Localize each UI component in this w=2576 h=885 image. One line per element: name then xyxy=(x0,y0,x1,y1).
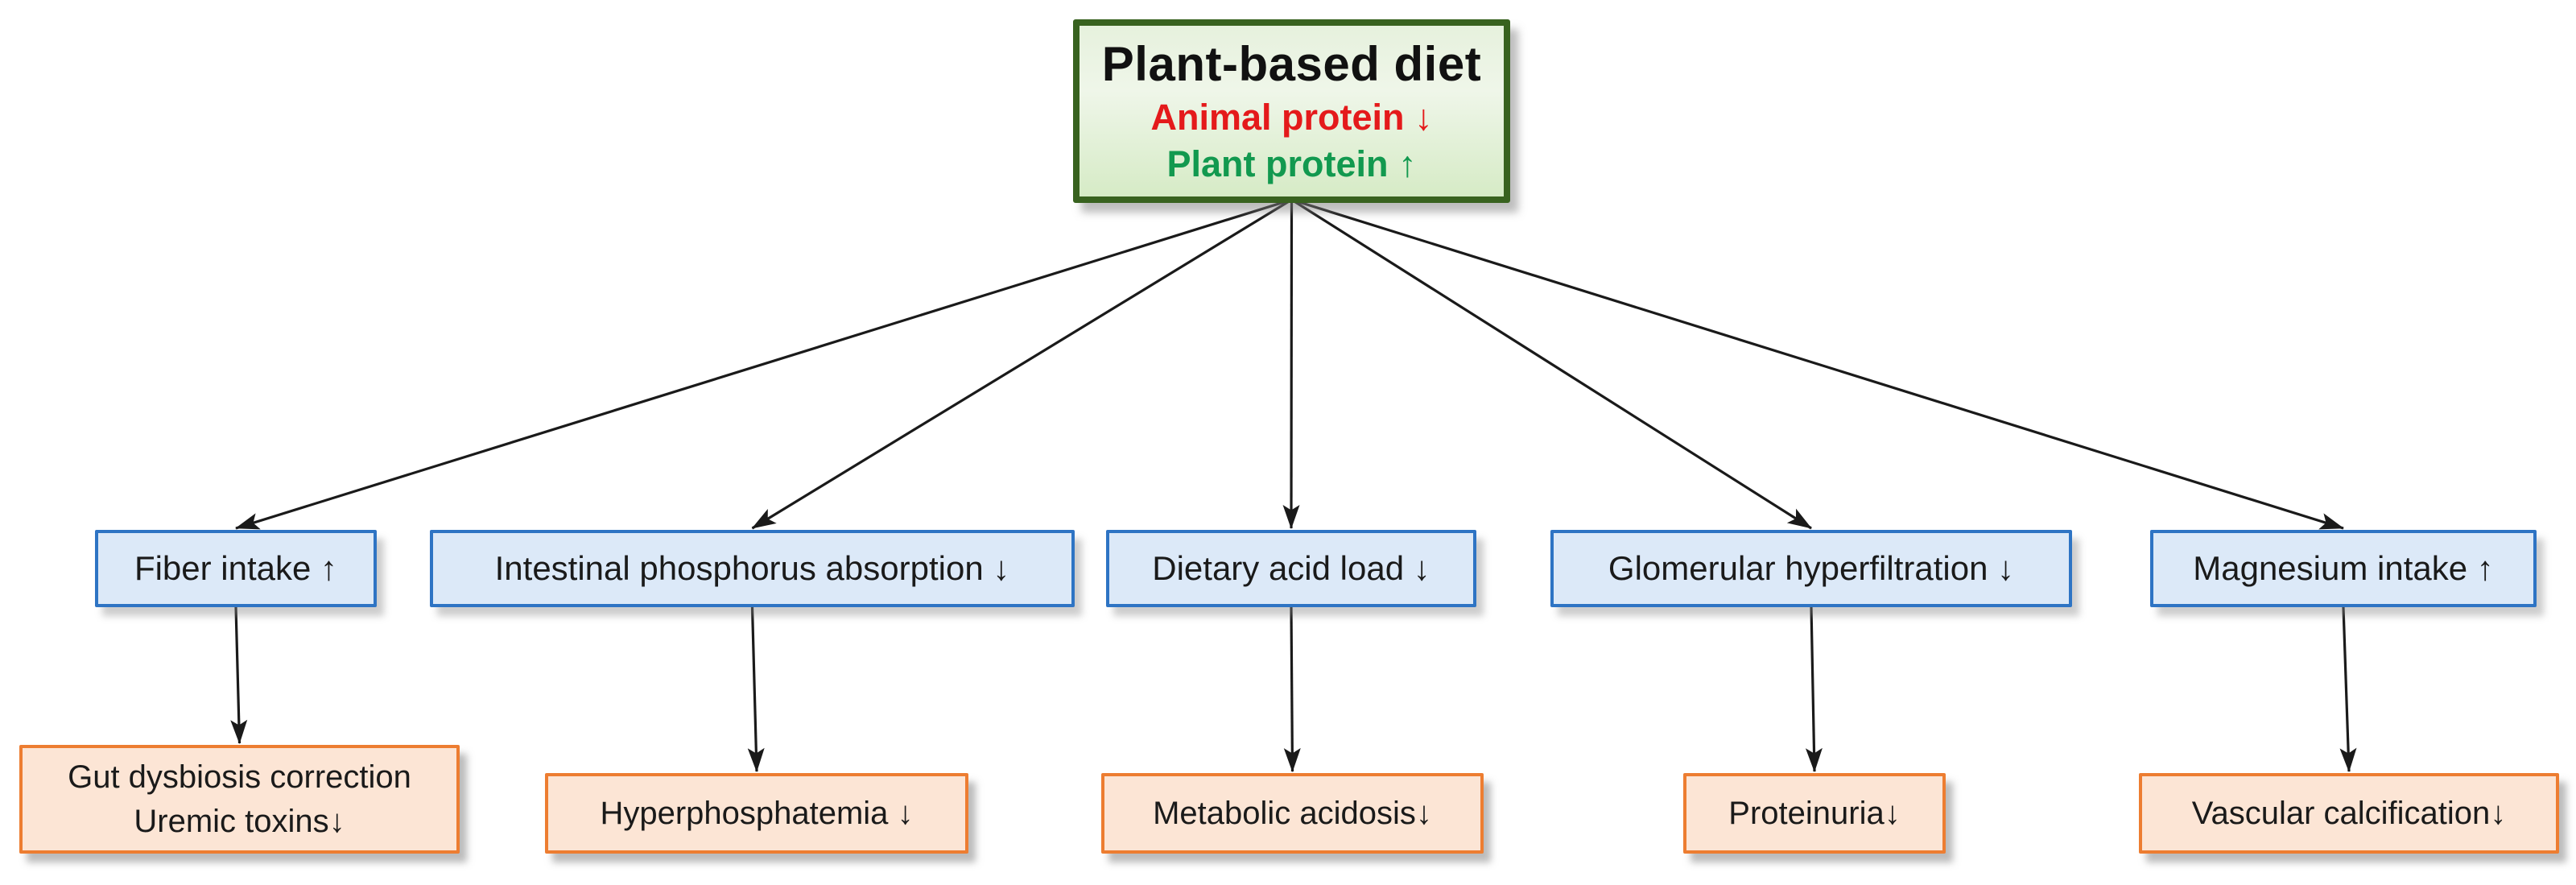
root-node-plant-based-diet: Plant-based diet Animal protein ↓ Plant … xyxy=(1073,19,1510,203)
outcome-hyperphosphatemia: Hyperphosphatemia ↓ xyxy=(545,773,968,854)
outcome-line: Hyperphosphatemia ↓ xyxy=(600,795,914,831)
connector-arrows xyxy=(230,198,2357,772)
mechanism-fiber-intake: Fiber intake ↑ xyxy=(95,530,377,607)
mechanism-dietary-acid-load: Dietary acid load ↓ xyxy=(1106,530,1476,607)
root-title: Plant-based diet xyxy=(1101,37,1482,91)
outcome-proteinuria: Proteinuria↓ xyxy=(1683,773,1946,854)
outcome-metabolic-acidosis: Metabolic acidosis↓ xyxy=(1101,773,1484,854)
outcome-line: Metabolic acidosis↓ xyxy=(1153,795,1432,831)
mechanism-intestinal-phosphorus-absorption: Intestinal phosphorus absorption ↓ xyxy=(430,530,1075,607)
outcome-vascular-calcification: Vascular calcification↓ xyxy=(2139,773,2559,854)
mechanism-magnesium-intake: Magnesium intake ↑ xyxy=(2150,530,2537,607)
root-plant-protein-line: Plant protein ↑ xyxy=(1166,143,1417,184)
outcome-gut-dysbiosis-uremic-toxins: Gut dysbiosis correction Uremic toxins↓ xyxy=(19,745,460,854)
outcome-line: Gut dysbiosis correction xyxy=(68,759,411,795)
mechanism-glomerular-hyperfiltration: Glomerular hyperfiltration ↓ xyxy=(1550,530,2072,607)
outcome-line: Uremic toxins↓ xyxy=(134,803,345,839)
outcome-line: Vascular calcification↓ xyxy=(2191,795,2507,831)
root-animal-protein-line: Animal protein ↓ xyxy=(1150,97,1433,138)
outcome-line: Proteinuria↓ xyxy=(1728,795,1901,831)
